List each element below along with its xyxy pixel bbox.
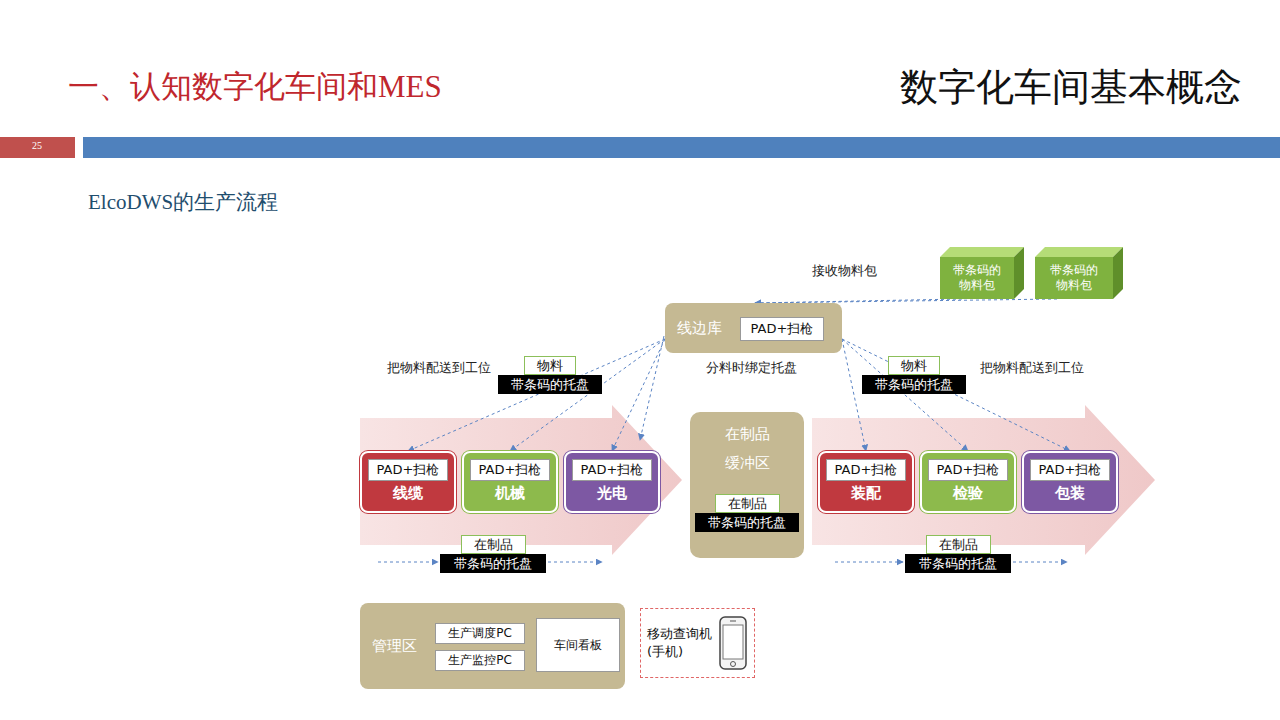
tag-label: 物料 (888, 356, 940, 375)
material-package: 带条码的物料包 (940, 247, 1024, 299)
node-label: 光电 (597, 484, 627, 503)
device-box: PAD+扫枪 (826, 459, 906, 481)
dashed-connector (842, 339, 968, 451)
node-label: PAD+扫枪 (751, 320, 814, 338)
tag-label: 在制品 (715, 494, 780, 513)
tray-tag: 在制品带条码的托盘 (695, 494, 799, 534)
dashed-connector (408, 339, 665, 451)
pc-box: 生产监控PC (435, 650, 525, 671)
wip-flow-lines (378, 336, 1067, 562)
tag-label: 在制品 (926, 535, 991, 554)
area-box: PAD+扫枪 线边库 (665, 303, 842, 353)
area-box: 生产调度PC 生产监控PC 车间看板 管理区 (360, 603, 625, 689)
pc-box: 生产调度PC (435, 623, 525, 644)
device-box: PAD+扫枪 (368, 459, 448, 481)
node-label: 线边库 (677, 319, 722, 338)
buffer-area: 在制品带条码的托盘 在制品 缓冲区 (690, 412, 804, 558)
workstation-box: PAD+扫枪线缆 (360, 451, 456, 513)
phone-icon (718, 615, 748, 671)
header-bar (83, 137, 1280, 158)
node-label: 线缆 (393, 484, 423, 503)
tray-label: 带条码的托盘 (498, 375, 602, 394)
node-label: 装配 (851, 484, 881, 503)
page-title: 一、认知数字化车间和MES (68, 66, 442, 108)
node-label: 生产监控PC (448, 652, 512, 669)
node-label: 管理区 (372, 637, 417, 656)
node-label: PAD+扫枪 (479, 461, 542, 479)
page-number-bar (0, 137, 75, 158)
dashed-connector (842, 339, 1070, 451)
tag-label: 物料 (524, 356, 576, 375)
node-label: 包装 (1055, 484, 1085, 503)
node-label: PAD+扫枪 (1039, 461, 1102, 479)
node-label: 在制品 缓冲区 (723, 420, 771, 477)
workstation-box: PAD+扫枪机械 (462, 451, 558, 513)
dashed-connector (510, 339, 665, 451)
tray-label: 带条码的托盘 (695, 513, 799, 532)
workstation-box: PAD+扫枪包装 (1022, 451, 1118, 513)
tag-label: 在制品 (461, 535, 526, 554)
dashed-connector (612, 339, 665, 451)
flow-arrow (360, 405, 682, 555)
workstation-box: PAD+扫枪光电 (564, 451, 660, 513)
material-package: 带条码的物料包 (1035, 247, 1123, 299)
tray-label: 带条码的托盘 (862, 375, 966, 394)
tray-tag: 物料带条码的托盘 (862, 356, 966, 396)
device-box: PAD+扫枪 (928, 459, 1008, 481)
device-box: PAD+扫枪 (740, 317, 824, 341)
node-label: 带条码的物料包 (951, 263, 1004, 293)
flow-arrow (812, 405, 1155, 555)
mobile-device-box: 移动查询机 (手机) (640, 608, 755, 678)
tray-tag: 物料带条码的托盘 (498, 356, 602, 396)
device-box: PAD+扫枪 (470, 459, 550, 481)
node-label: 带条码的物料包 (1048, 263, 1101, 293)
node-label: 移动查询机 (手机) (647, 625, 720, 660)
section-title: 数字化车间基本概念 (900, 62, 1242, 113)
workstation-box: PAD+扫枪检验 (920, 451, 1016, 513)
tray-label: 带条码的托盘 (905, 554, 1011, 573)
board-box: 车间看板 (536, 618, 620, 672)
node-label: PAD+扫枪 (581, 461, 644, 479)
tray-tag: 在制品带条码的托盘 (905, 535, 1011, 575)
dashed-connector (842, 339, 866, 451)
device-box: PAD+扫枪 (1030, 459, 1110, 481)
page-number: 25 (32, 140, 42, 151)
node-label: 检验 (953, 484, 983, 503)
device-box: PAD+扫枪 (572, 459, 652, 481)
node-label: PAD+扫枪 (835, 461, 898, 479)
node-label: PAD+扫枪 (937, 461, 1000, 479)
node-label: 机械 (495, 484, 525, 503)
node-label: PAD+扫枪 (377, 461, 440, 479)
node-label: 生产调度PC (448, 625, 512, 642)
workstation-box: PAD+扫枪装配 (818, 451, 914, 513)
subtitle: ElcoDWS的生产流程 (88, 188, 278, 216)
tray-tag: 在制品带条码的托盘 (440, 535, 546, 575)
flow-note: 分料时绑定托盘 (706, 359, 797, 377)
edge-label: 接收物料包 (810, 262, 879, 280)
flow-note: 把物料配送到工位 (980, 359, 1084, 377)
flow-note: 把物料配送到工位 (387, 359, 491, 377)
node-label: 车间看板 (554, 637, 602, 654)
tray-label: 带条码的托盘 (440, 554, 546, 573)
